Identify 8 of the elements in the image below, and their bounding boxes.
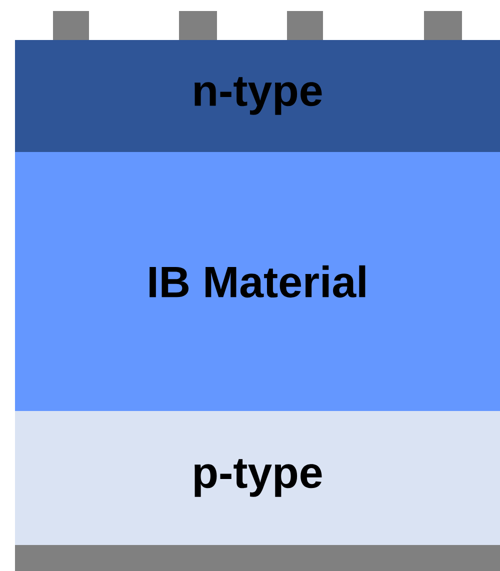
layer-band: p-type <box>15 411 500 545</box>
metal-contact <box>15 545 500 571</box>
layer-band: n-type <box>15 40 500 152</box>
layer-band: IB Material <box>15 152 500 411</box>
metal-contact <box>179 11 217 40</box>
metal-contact <box>287 11 323 40</box>
metal-contact <box>424 11 462 40</box>
metal-contact <box>53 11 89 40</box>
